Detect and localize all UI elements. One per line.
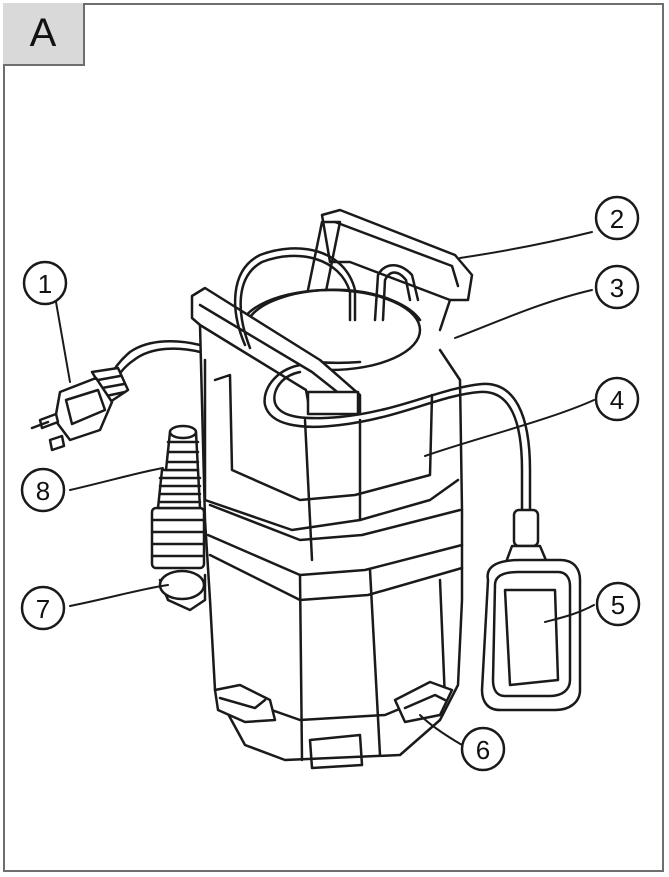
callout-4-number: 4 bbox=[610, 385, 624, 415]
float-switch bbox=[480, 508, 582, 712]
callout-2-number: 2 bbox=[610, 204, 624, 234]
callout-3-circle bbox=[594, 264, 640, 310]
callout-7-number: 7 bbox=[36, 594, 50, 624]
plug bbox=[30, 366, 130, 452]
leader-lines bbox=[55, 231, 595, 746]
callout-7-circle bbox=[20, 585, 66, 631]
callout-2-circle bbox=[594, 195, 640, 241]
callout-1-number: 1 bbox=[38, 269, 52, 299]
callout-6-circle bbox=[460, 726, 506, 772]
callout-circles bbox=[20, 195, 641, 772]
callout-1-circle bbox=[22, 260, 68, 306]
callout-6-number: 6 bbox=[476, 735, 490, 765]
callout-8-number: 8 bbox=[36, 476, 50, 506]
outlet-assembly bbox=[150, 424, 207, 612]
housing-body bbox=[198, 323, 464, 770]
callout-8-circle bbox=[20, 467, 66, 513]
callout-3-number: 3 bbox=[610, 273, 624, 303]
figure-frame bbox=[3, 3, 664, 872]
front-handle bbox=[190, 286, 362, 416]
callout-numbers: 1 2 3 4 5 6 7 8 bbox=[36, 204, 625, 765]
panel-label: A bbox=[3, 3, 85, 66]
callout-5-circle bbox=[595, 581, 641, 627]
callout-4-circle bbox=[594, 376, 640, 422]
base-feet bbox=[213, 680, 454, 724]
callout-5-number: 5 bbox=[611, 590, 625, 620]
